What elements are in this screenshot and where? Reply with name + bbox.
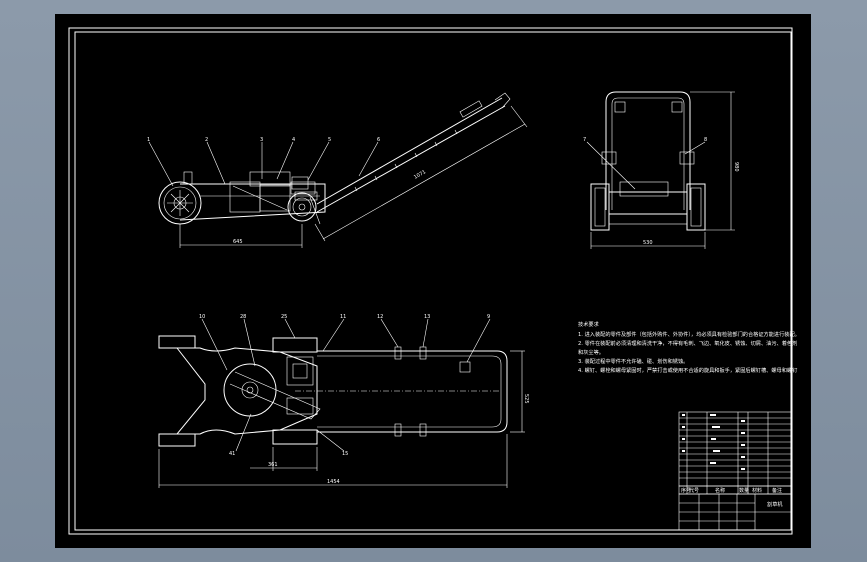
top-label-10: 10: [199, 314, 205, 320]
inner-frame: [74, 31, 792, 531]
parts-header-no: 序号: [681, 487, 691, 494]
notes-line-2: 2. 零件在装配前必须清理和清洗干净，不得有毛刺、飞边、氧化皮、锈蚀、切屑、油污…: [578, 339, 797, 347]
top-wheel-front-right: [272, 429, 318, 445]
handle-bar: [316, 97, 503, 205]
technical-notes: 技术要求 1. 进入装配的零件及部件（包括外购件、外协件），均必须具有检验部门的…: [578, 320, 800, 374]
front-width-value: 530: [643, 240, 653, 246]
front-wheel: [287, 192, 317, 222]
side-length-value: 645: [233, 239, 243, 245]
side-label-2: 2: [205, 137, 208, 143]
drawing-sheet: 1 2 3 4 5 6 645 1071: [55, 14, 811, 548]
top-wheel-front-left: [272, 337, 318, 353]
front-view: 530 980 7 8: [583, 91, 739, 249]
top-wheelbase-value: 361: [268, 462, 278, 468]
notes-title: 技术要求: [578, 320, 600, 328]
blade-housing: [223, 363, 277, 417]
parts-header-remark: 备注: [772, 487, 782, 494]
drawing-canvas: 1 2 3 4 5 6 645 1071: [68, 27, 800, 535]
notes-line-5: 4. 螺钉、螺栓和螺母紧固时，严禁打击或使用不合适的旋具和扳手，紧固后螺钉槽、螺…: [578, 366, 797, 374]
handle-length-value: 1071: [413, 169, 427, 181]
engine-block: [249, 171, 291, 187]
top-label-11: 11: [340, 314, 346, 320]
top-width-value: 525: [523, 394, 529, 404]
title-block: 割草机: [678, 493, 792, 531]
parts-header-material: 材料: [752, 487, 762, 494]
top-wheel-rear-left: [158, 335, 196, 349]
side-view: 1 2 3 4 5 6 645 1071: [147, 92, 528, 248]
side-label-5: 5: [328, 137, 331, 143]
top-label-41: 41: [229, 451, 235, 457]
top-label-13: 13: [424, 314, 430, 320]
top-deck-outline: [175, 347, 318, 435]
front-height-value: 980: [733, 162, 739, 172]
parts-list: 序号 代号 名称 数量 材料 备注: [678, 411, 792, 495]
notes-line-4: 3. 装配过程中零件不允许磕、碰、划伤和锈蚀。: [578, 357, 688, 365]
notes-line-1: 1. 进入装配的零件及部件（包括外购件、外协件），均必须具有检验部门的合格证方能…: [578, 330, 800, 338]
parts-header-code: 代号: [689, 487, 699, 494]
top-overall-value: 1454: [327, 479, 340, 485]
mower-deck: [179, 183, 326, 221]
front-handle-frame: [605, 91, 691, 210]
top-wheel-rear-right: [158, 433, 196, 447]
side-label-6: 6: [377, 137, 380, 143]
side-label-3: 3: [260, 137, 263, 143]
notes-line-3: 和灰尘等。: [578, 348, 604, 356]
top-label-25: 25: [281, 314, 287, 320]
front-label-7: 7: [583, 137, 586, 143]
top-label-28: 28: [240, 314, 246, 320]
top-label-9: 9: [487, 314, 490, 320]
handle-dimension: [322, 123, 526, 240]
side-label-4: 4: [292, 137, 295, 143]
side-label-1: 1: [147, 137, 150, 143]
parts-header-qty: 数量: [739, 487, 749, 494]
outer-frame: [68, 27, 793, 535]
front-label-8: 8: [704, 137, 707, 143]
top-view: 1454 361 525 10 28 25 11 12 13 9: [158, 314, 529, 488]
top-label-12: 12: [377, 314, 383, 320]
parts-header-name: 名称: [715, 487, 725, 494]
drawing-title: 割草机: [767, 500, 783, 508]
top-label-15: 15: [342, 451, 348, 457]
